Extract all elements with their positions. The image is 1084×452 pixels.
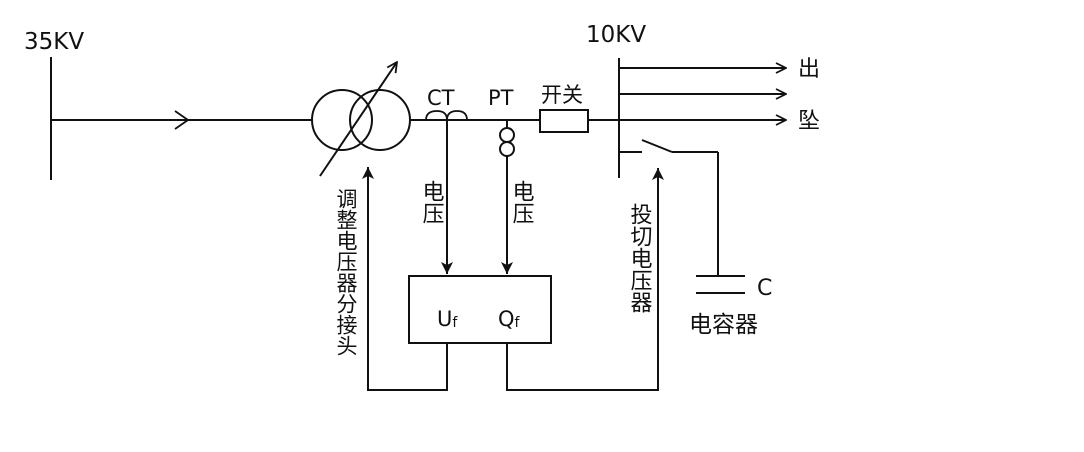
ct-label: CT (427, 86, 455, 110)
pt-voltage-label: 电压 (509, 180, 535, 224)
capacitor-name-label: 电容器 (689, 312, 758, 338)
capacitor-switch-blade (641, 139, 673, 153)
pt-label: PT (488, 86, 514, 110)
uf-main: U (437, 307, 452, 331)
pt-coil-bottom (499, 141, 515, 157)
qf-sub: f (515, 315, 521, 331)
ct-symbol (425, 110, 468, 121)
capacitor-control-line (506, 168, 664, 391)
bus-35kv-label: 35KV (24, 29, 84, 55)
controller-uf-label: Uf (437, 307, 458, 331)
capacitor-c-label: C (757, 276, 772, 301)
outgoing-label-2: 坠 (798, 109, 820, 134)
tap-control-line (362, 167, 448, 391)
switch-label: 开关 (541, 83, 583, 107)
controller-qf-label: Qf (498, 307, 521, 331)
bus-10kv-label: 10KV (586, 22, 646, 48)
incoming-direction-arrow (174, 110, 190, 130)
controller-box (408, 275, 552, 344)
transformer-primary-winding (311, 89, 373, 151)
uf-sub: f (452, 315, 458, 331)
transformer-tap-arrow (319, 62, 397, 177)
capacitor-switch-label: 投切电压器 (627, 203, 653, 313)
qf-main: Q (498, 307, 515, 331)
switch-box (539, 109, 589, 133)
pt-coil-top (499, 127, 515, 143)
outgoing-label-1: 出 (798, 57, 820, 82)
ct-voltage-label: 电压 (419, 180, 445, 224)
tap-changer-label: 调整电压器分接头 (334, 188, 358, 356)
